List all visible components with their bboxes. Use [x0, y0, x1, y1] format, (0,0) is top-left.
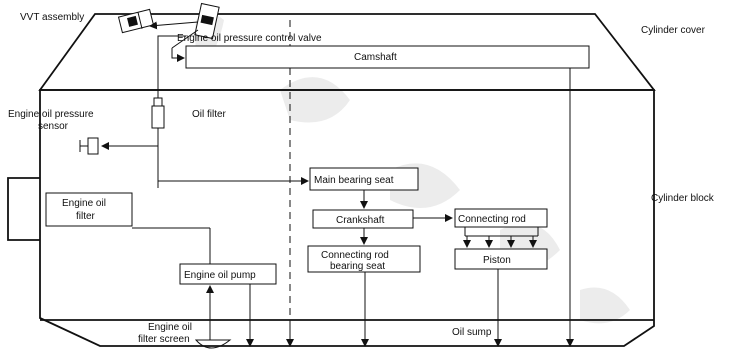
engine-oil-filter-label-1: Engine oil: [62, 198, 106, 209]
engine-oil-filter-label-2: filter: [76, 211, 96, 222]
oil-pressure-sensor-icon: [79, 137, 99, 155]
control-valve-label: Engine oil pressure control valve: [177, 33, 322, 44]
main-bearing-seat-label: Main bearing seat: [314, 175, 394, 186]
vvt-assembly-icon: [117, 8, 155, 34]
crankshaft-box: [312, 209, 414, 229]
connecting-rod-bearing-seat-box: [307, 245, 421, 273]
filter-screen-label-2: filter screen: [138, 334, 190, 345]
drain-arrows: [246, 68, 574, 347]
connecting-rod-bearing-seat-label-2: bearing seat: [330, 261, 385, 272]
oil-pressure-sensor-label-1: Engine oil pressure: [8, 109, 94, 120]
oil-filter-icon: [151, 97, 165, 129]
connecting-rod-box: [454, 208, 548, 228]
crankshaft-label: Crankshaft: [336, 215, 385, 226]
camshaft-box: [185, 45, 590, 69]
oil-filter-label: Oil filter: [192, 109, 227, 120]
oil-pressure-sensor-label-2: sensor: [38, 121, 69, 132]
cylinder-block-label: Cylinder block: [651, 193, 715, 204]
control-valve-icon: [194, 2, 220, 40]
cylinder-cover-label: Cylinder cover: [641, 25, 706, 36]
piston-box: [454, 248, 548, 270]
camshaft-label: Camshaft: [354, 52, 397, 63]
engine-oil-pump-label: Engine oil pump: [184, 270, 256, 281]
connecting-rod-label: Connecting rod: [458, 214, 526, 225]
connecting-rod-bearing-seat-label-1: Connecting rod: [321, 250, 389, 261]
filter-screen-label-1: Engine oil: [148, 322, 192, 333]
vvt-assembly-label: VVT assembly: [20, 12, 84, 23]
filter-housing: [7, 177, 40, 241]
piston-arrows: [463, 227, 539, 248]
engine-oil-pump-box: [179, 263, 277, 285]
oil-sump-label: Oil sump: [452, 327, 492, 338]
cylinder-block-outline: [39, 89, 655, 347]
piston-label: Piston: [483, 255, 511, 266]
filter-screen-icon: [194, 339, 232, 349]
engine-oil-filter-box: [45, 192, 133, 227]
